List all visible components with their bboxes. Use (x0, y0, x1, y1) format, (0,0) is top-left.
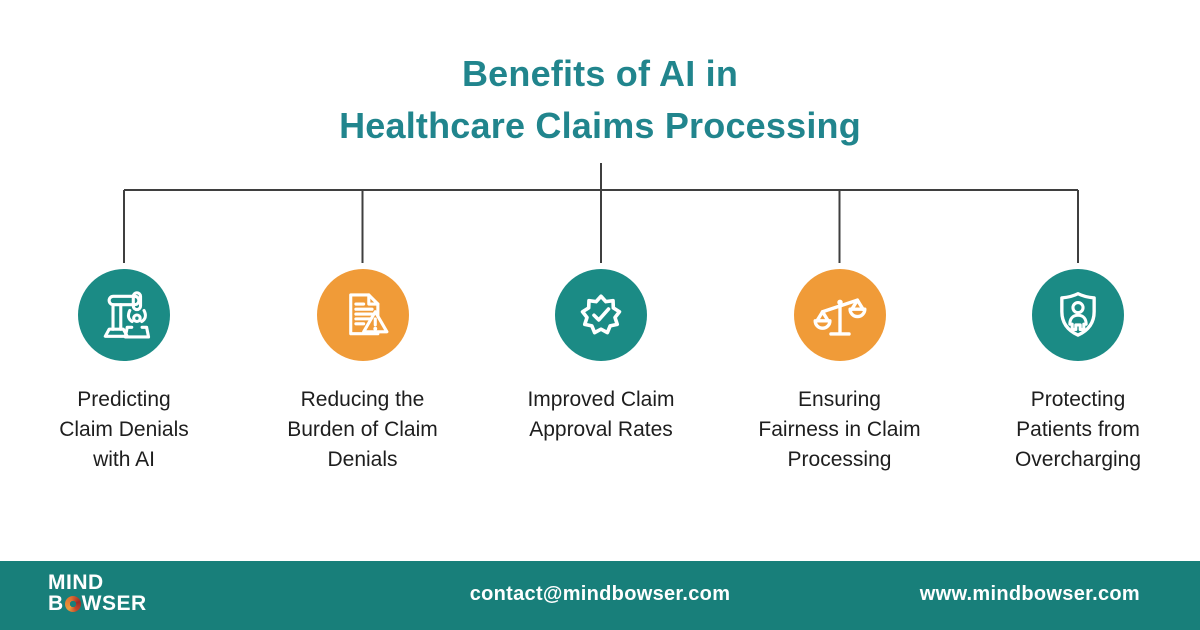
logo-line-2-end: WSER (81, 592, 147, 615)
balance-scale-icon (813, 298, 866, 336)
robot-arm-icon (103, 291, 151, 339)
benefit-circle (1032, 269, 1124, 361)
footer-bar: MIND B WSER contact@mindbowser.com www.mi… (0, 561, 1200, 630)
benefit-circle (316, 269, 409, 361)
benefit-column-approval-rates: Improved Claim Approval Rates (491, 269, 711, 445)
benefit-column-predicting-denials: Predicting Claim Denials with AI (14, 269, 234, 475)
title-line-1: Benefits of AI in (461, 53, 739, 94)
logo-line-2: B WSER (48, 593, 147, 614)
benefit-label: Reducing the Burden of Claim Denials (287, 388, 438, 471)
benefit-label: Ensuring Fairness in Claim Processing (758, 388, 921, 471)
page-title: Benefits of AI in Healthcare Claims Proc… (0, 48, 1200, 152)
document-warning-icon (348, 293, 388, 336)
logo-o-swirl-icon (64, 595, 81, 612)
benefit-label: Protecting Patients from Overcharging (1014, 388, 1142, 471)
approval-badge-icon (580, 294, 622, 335)
logo-line-1: MIND (48, 571, 104, 594)
benefit-circle (793, 269, 886, 361)
contact-email: contact@mindbowser.com (469, 583, 731, 605)
title-line-2: Healthcare Claims Processing (339, 105, 861, 146)
benefit-label: Improved Claim Approval Rates (527, 388, 675, 441)
shield-person-icon (1060, 292, 1096, 337)
benefit-column-protecting-patients: Protecting Patients from Overcharging (968, 269, 1188, 475)
website-url: www.mindbowser.com (919, 583, 1140, 605)
benefit-label: Predicting Claim Denials with AI (59, 388, 189, 471)
benefit-circle (555, 269, 647, 361)
logo-line-2-start: B (48, 592, 64, 615)
mindbowser-logo: MIND B WSER (48, 572, 147, 614)
benefit-circle (78, 269, 170, 361)
benefit-column-fairness: Ensuring Fairness in Claim Processing (730, 269, 950, 475)
benefit-column-reducing-burden: Reducing the Burden of Claim Denials (253, 269, 473, 475)
